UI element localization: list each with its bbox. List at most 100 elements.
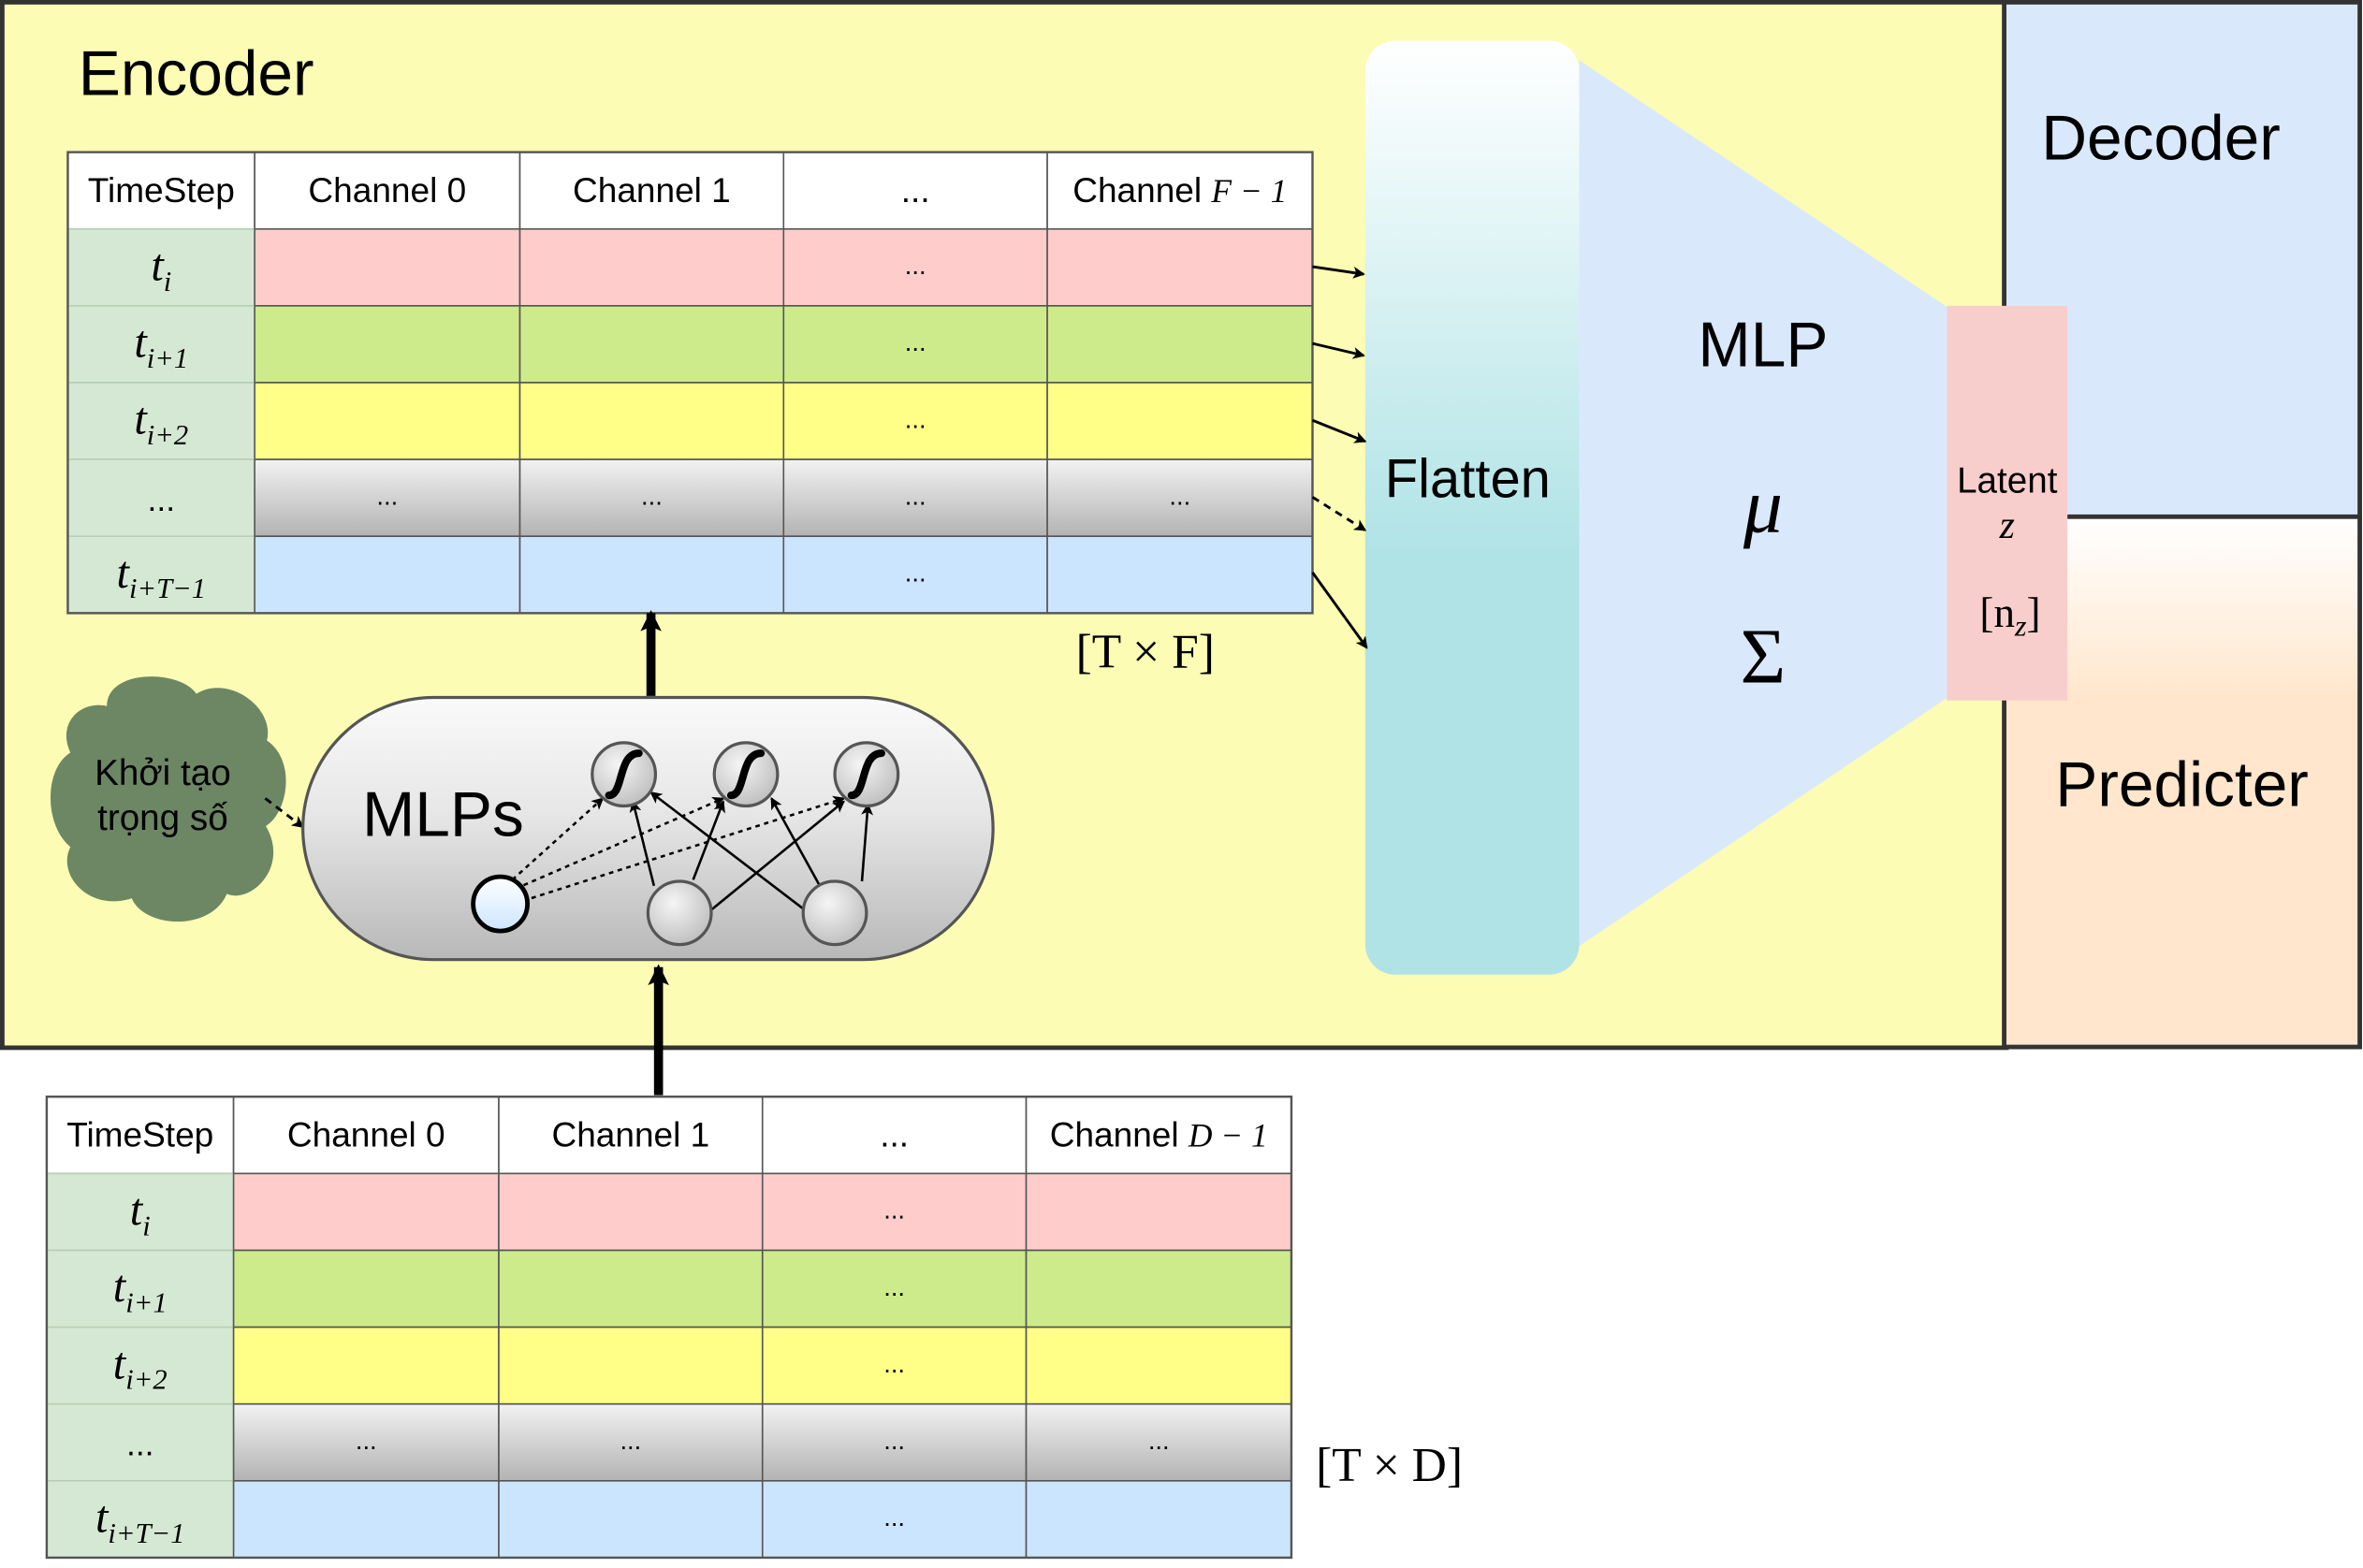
input-table-header-cell: [761, 1096, 1028, 1175]
input-table-header-label: Channel 0: [287, 1114, 445, 1154]
predicter-title: Predicter: [2055, 749, 2309, 820]
input-table-data-cell: [232, 1480, 500, 1559]
output-table-data-cell: [254, 227, 521, 307]
output-table-timestep-cell: [66, 458, 255, 538]
mlp-label: MLP: [1698, 310, 1828, 380]
input-table-timestep-label: ti+T−1: [95, 1493, 184, 1549]
output-table-header-label: ...: [901, 170, 930, 210]
arrow-row-2: [1312, 341, 1365, 359]
input-neurons: [471, 874, 868, 947]
output-table-data-cell: [518, 227, 785, 307]
output-table-data-cell: [1046, 458, 1314, 538]
input-neuron-2: [646, 879, 713, 947]
output-table-cell-value: ...: [905, 251, 926, 280]
input-table-cell-value: ...: [883, 1426, 905, 1455]
input-table-data-cell: [761, 1326, 1028, 1405]
decoder-title: Decoder: [2041, 104, 2281, 174]
output-table-timestep-label: ti+2: [134, 395, 188, 451]
input-table-cell-value: ...: [883, 1196, 905, 1225]
output-table-timestep-label: ti+T−1: [117, 548, 206, 604]
output-table-cell-value: ...: [641, 481, 663, 510]
mlps-label: MLPs: [362, 780, 524, 850]
output-table-cell-value: ...: [905, 327, 926, 356]
init-weights-cloud: Khởi tạo trọng số: [50, 676, 286, 922]
sigmoid-icons: [605, 749, 885, 800]
cloud-line-2: trọng số: [97, 798, 228, 838]
latent-block: [1947, 305, 2068, 701]
latent-z: z: [1999, 504, 2015, 547]
arrow-row-3: [1311, 418, 1367, 443]
output-table-data-cell: [254, 535, 521, 615]
input-table-header-cell: [498, 1096, 764, 1175]
input-table-data-cell: [1025, 1249, 1292, 1328]
output-table-data-cell: [518, 382, 785, 460]
input-table-header-label: TimeStep: [66, 1114, 213, 1154]
input-table-data-cell: [498, 1402, 764, 1482]
output-table-data-cell: [782, 305, 1048, 384]
input-table-data-cell: [1025, 1326, 1292, 1405]
encoder-title: Encoder: [79, 38, 314, 109]
output-table-header-label: TimeStep: [88, 170, 235, 210]
output-table-data-cell: [518, 305, 785, 384]
input-table-cell-value: ...: [883, 1503, 905, 1532]
arrow-row-1: [1312, 265, 1365, 279]
input-table-timestep-cell: [46, 1402, 235, 1482]
output-table-timestep-cell: [66, 382, 255, 460]
output-table-cell-value: ...: [376, 481, 398, 510]
output-table-data-cell: [254, 305, 521, 384]
input-table-data-cell: [761, 1172, 1028, 1252]
output-table-cell-value: ...: [1169, 481, 1190, 510]
arrow-row-5: [1311, 572, 1368, 649]
output-table-cell-value: ...: [905, 481, 926, 510]
input-table-cell-value: ...: [883, 1272, 905, 1301]
sigmoid-icon: [726, 749, 766, 800]
latent-dim: [nz]: [1979, 589, 2040, 643]
output-table-shape: [T × F]: [1076, 625, 1215, 678]
input-neuron-3: [801, 879, 868, 947]
output-table-last-channel-symbol: F − 1: [1210, 172, 1287, 210]
input-table-data-cell: [498, 1249, 764, 1328]
output-table-data-cell: [1046, 227, 1314, 307]
flatten-block: [1364, 40, 1580, 975]
input-table-cell-value: ...: [620, 1426, 641, 1455]
output-table-data-cell: [254, 458, 521, 538]
input-table-cell-value: ...: [356, 1426, 377, 1455]
input-table-data-cell: [232, 1402, 500, 1482]
output-table-data-cell: [1046, 305, 1314, 384]
flatten-label: Flatten: [1385, 449, 1551, 509]
arrow-row-4: [1311, 496, 1367, 532]
mu-symbol: μ: [1743, 462, 1783, 549]
input-table-data-cell: [498, 1480, 764, 1559]
input-table-timestep-cell: [46, 1480, 235, 1559]
output-table-border: [66, 151, 1314, 615]
input-table-cell-value: ...: [883, 1349, 905, 1378]
output-table-data-cell: [1046, 382, 1314, 460]
row-to-flatten-arrows: [1311, 265, 1368, 649]
input-neuron-1: [471, 874, 530, 934]
output-table-data-cell: [1046, 535, 1314, 615]
sigmoid-icon: [605, 749, 643, 800]
input-table-header-label: Channel 1: [551, 1114, 709, 1154]
input-table-data-cell: [1025, 1402, 1292, 1482]
input-table-data-cell: [232, 1249, 500, 1328]
cloud-line-1: Khởi tạo: [95, 753, 231, 793]
output-table-timestep-label: ti+1: [134, 318, 188, 374]
network-connections: [511, 791, 874, 911]
output-table-data-cell: [518, 535, 785, 615]
output-table-timestep-cell: [66, 305, 255, 384]
input-table-timestep-cell: [46, 1249, 235, 1328]
output-table-header-label: Channel 0: [308, 170, 466, 210]
latent-label: Latent: [1957, 461, 2058, 501]
input-table-timestep-label: ...: [126, 1425, 154, 1462]
output-table-cell-value: ...: [905, 559, 926, 588]
input-table-data-cell: [498, 1326, 764, 1405]
output-table-header-label: Channel 1: [573, 170, 731, 210]
input-table-header-cell: [46, 1096, 235, 1175]
input-table-timestep-label: ti: [130, 1185, 151, 1241]
output-table-timestep-cell: [66, 227, 255, 307]
input-table-data-cell: [232, 1172, 500, 1252]
